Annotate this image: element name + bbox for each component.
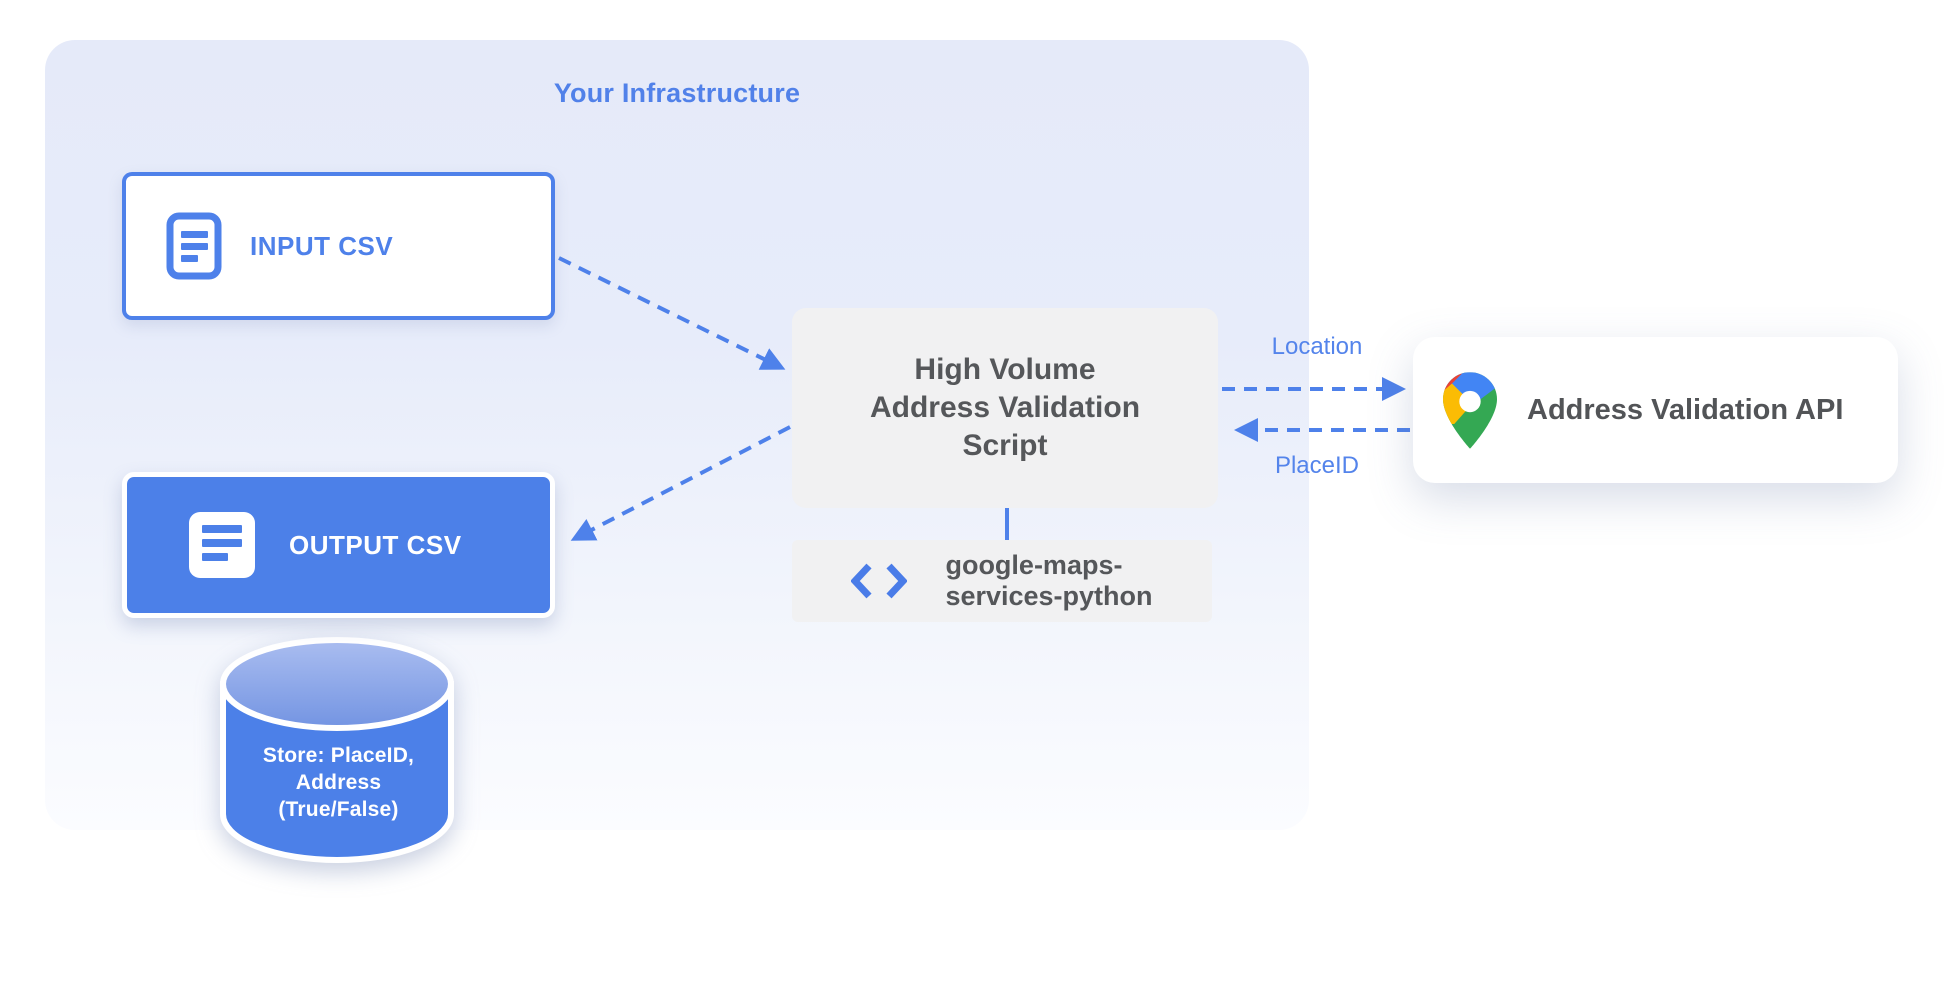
code-icon	[851, 563, 908, 599]
node-input-csv: INPUT CSV	[122, 172, 555, 320]
script-line3: Script	[962, 429, 1048, 462]
database-cylinder-icon	[220, 637, 454, 863]
edge-input-to-script	[558, 256, 786, 370]
datastore-line1: Store: PlaceID,	[262, 744, 415, 767]
document-icon	[189, 512, 255, 578]
edge-label-placeid: PlaceID	[1274, 452, 1360, 479]
document-icon	[166, 212, 222, 280]
input-csv-label: INPUT CSV	[250, 230, 394, 261]
node-library: google-maps- services-python	[792, 540, 1212, 622]
datastore-line2: Address	[295, 771, 382, 794]
google-maps-pin-icon	[1443, 371, 1497, 449]
edge-label-location: Location	[1271, 333, 1363, 360]
edge-script-to-output	[570, 425, 791, 541]
node-script: High Volume Address Validation Script	[792, 308, 1218, 508]
datastore-line3: (True/False)	[278, 798, 399, 821]
node-output-csv: OUTPUT CSV	[122, 472, 555, 618]
container-title: Your Infrastructure	[553, 78, 801, 108]
library-line2: services-python	[945, 581, 1153, 611]
node-datastore: Store: PlaceID, Address (True/False)	[222, 742, 455, 823]
script-line1: High Volume	[914, 353, 1096, 386]
node-api: Address Validation API	[1413, 337, 1898, 483]
script-line2: Address Validation	[869, 391, 1141, 424]
api-label: Address Validation API	[1527, 393, 1844, 426]
library-line1: google-maps-	[945, 550, 1123, 580]
output-csv-label: OUTPUT CSV	[289, 529, 462, 560]
